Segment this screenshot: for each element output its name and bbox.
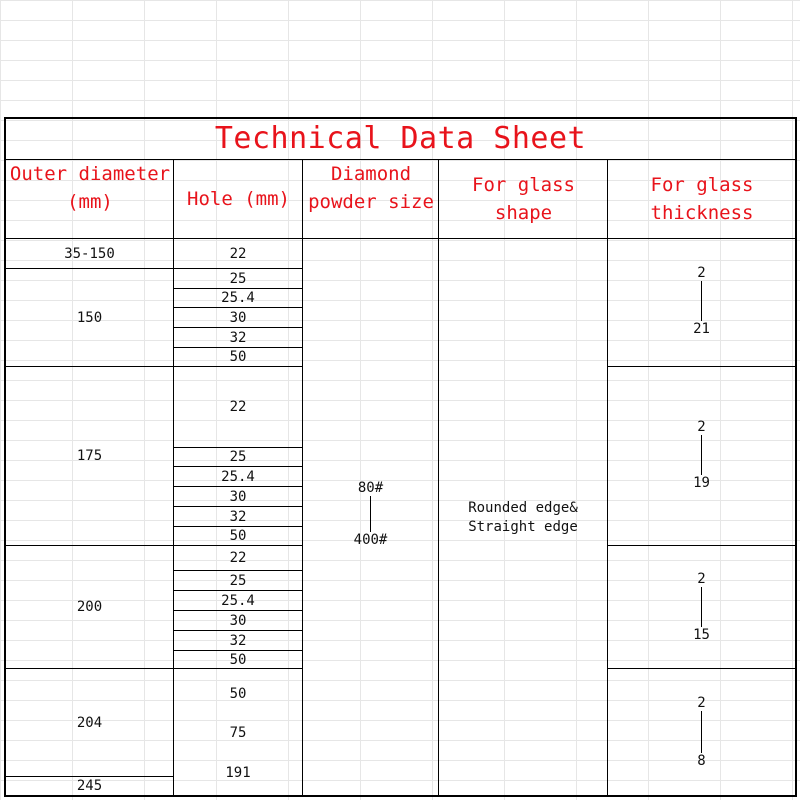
diamond-powder-range: 80# 400# xyxy=(303,480,438,548)
range-to: 19 xyxy=(693,475,710,491)
outer-diameter-cell: 204 xyxy=(76,714,103,731)
header-glass-thickness: For glass thickness xyxy=(650,174,754,224)
thickness-range: 2 15 xyxy=(608,571,795,643)
hole-cell: 22 xyxy=(229,245,247,262)
hole-divider xyxy=(173,650,303,651)
hole-cell: 30 xyxy=(229,309,247,326)
table-left-border xyxy=(4,117,6,797)
header-hole: Hole (mm) xyxy=(187,188,290,210)
thickness-divider xyxy=(607,668,797,669)
glass-shape-cell: Rounded edge& Straight edge xyxy=(468,500,578,535)
hole-divider xyxy=(173,590,303,591)
col-divider-1 xyxy=(173,159,174,796)
range-line xyxy=(701,587,702,627)
od-divider xyxy=(4,668,174,669)
od-divider xyxy=(4,268,174,269)
hole-divider xyxy=(173,545,303,546)
hole-divider xyxy=(173,466,303,467)
hole-divider xyxy=(173,327,303,328)
hole-cell: 30 xyxy=(229,488,247,505)
hole-divider xyxy=(173,307,303,308)
range-to: 21 xyxy=(693,321,710,337)
range-line xyxy=(701,435,702,475)
outer-diameter-cell: 200 xyxy=(76,599,103,615)
range-from: 80# xyxy=(357,480,384,496)
header-outer-diameter: Outer diameter (mm) xyxy=(9,163,171,213)
outer-diameter-cell: 175 xyxy=(76,448,103,464)
hole-cell: 25 xyxy=(229,449,247,465)
hole-divider xyxy=(173,486,303,487)
range-to: 400# xyxy=(353,532,388,548)
range-line xyxy=(701,711,702,753)
hole-divider xyxy=(173,506,303,507)
hole-cell: 25 xyxy=(229,572,247,589)
hole-cell: 50 xyxy=(229,686,247,702)
hole-divider xyxy=(173,668,303,669)
table-right-border xyxy=(795,117,797,797)
hole-cell: 25.4 xyxy=(221,290,255,306)
hole-cell: 25.4 xyxy=(221,592,255,609)
range-from: 2 xyxy=(697,571,706,587)
hole-divider xyxy=(173,347,303,348)
range-from: 2 xyxy=(697,265,706,281)
hole-cell: 191 xyxy=(225,765,251,781)
table-bottom-border xyxy=(4,795,797,797)
header-glass-shape: For glass shape xyxy=(472,174,575,224)
hole-cell: 75 xyxy=(229,725,247,741)
outer-diameter-cell: 245 xyxy=(76,778,103,794)
outer-diameter-cell: 150 xyxy=(76,309,103,326)
hole-divider xyxy=(173,630,303,631)
title-divider xyxy=(4,159,797,160)
col-divider-3 xyxy=(438,159,439,796)
hole-divider xyxy=(173,366,303,367)
thickness-divider xyxy=(607,545,797,546)
hole-cell: 25.4 xyxy=(221,468,255,485)
header-divider xyxy=(4,238,797,239)
range-to: 8 xyxy=(697,753,706,769)
hole-cell: 50 xyxy=(229,349,247,365)
thickness-divider xyxy=(607,366,797,367)
table-top-border xyxy=(4,117,797,119)
od-divider xyxy=(4,776,174,777)
hole-cell: 50 xyxy=(229,651,247,668)
thickness-range: 2 19 xyxy=(608,419,795,491)
col-divider-4 xyxy=(607,159,608,796)
hole-cell: 30 xyxy=(229,612,247,629)
hole-divider xyxy=(173,610,303,611)
range-from: 2 xyxy=(697,695,706,711)
sheet-title: Technical Data Sheet xyxy=(214,121,587,156)
hole-cell: 22 xyxy=(229,399,247,415)
outer-diameter-cell: 35-150 xyxy=(64,245,115,262)
range-to: 15 xyxy=(693,627,710,643)
range-line xyxy=(701,281,702,321)
hole-divider xyxy=(173,288,303,289)
od-divider xyxy=(4,545,174,546)
hole-cell: 32 xyxy=(229,632,247,649)
hole-divider xyxy=(173,447,303,448)
hole-divider xyxy=(173,526,303,527)
hole-cell: 32 xyxy=(229,508,247,525)
hole-divider xyxy=(173,268,303,269)
thickness-range: 2 8 xyxy=(608,695,795,769)
thickness-range: 2 21 xyxy=(608,265,795,337)
od-divider xyxy=(4,366,174,367)
hole-cell: 22 xyxy=(229,550,247,566)
range-from: 2 xyxy=(697,419,706,435)
hole-cell: 25 xyxy=(229,270,247,287)
hole-cell: 32 xyxy=(229,329,247,346)
range-line xyxy=(370,496,371,532)
hole-cell: 50 xyxy=(229,528,247,544)
hole-divider xyxy=(173,570,303,571)
header-diamond-powder-size: Diamond powder size xyxy=(308,163,434,213)
col-divider-2 xyxy=(302,159,303,796)
